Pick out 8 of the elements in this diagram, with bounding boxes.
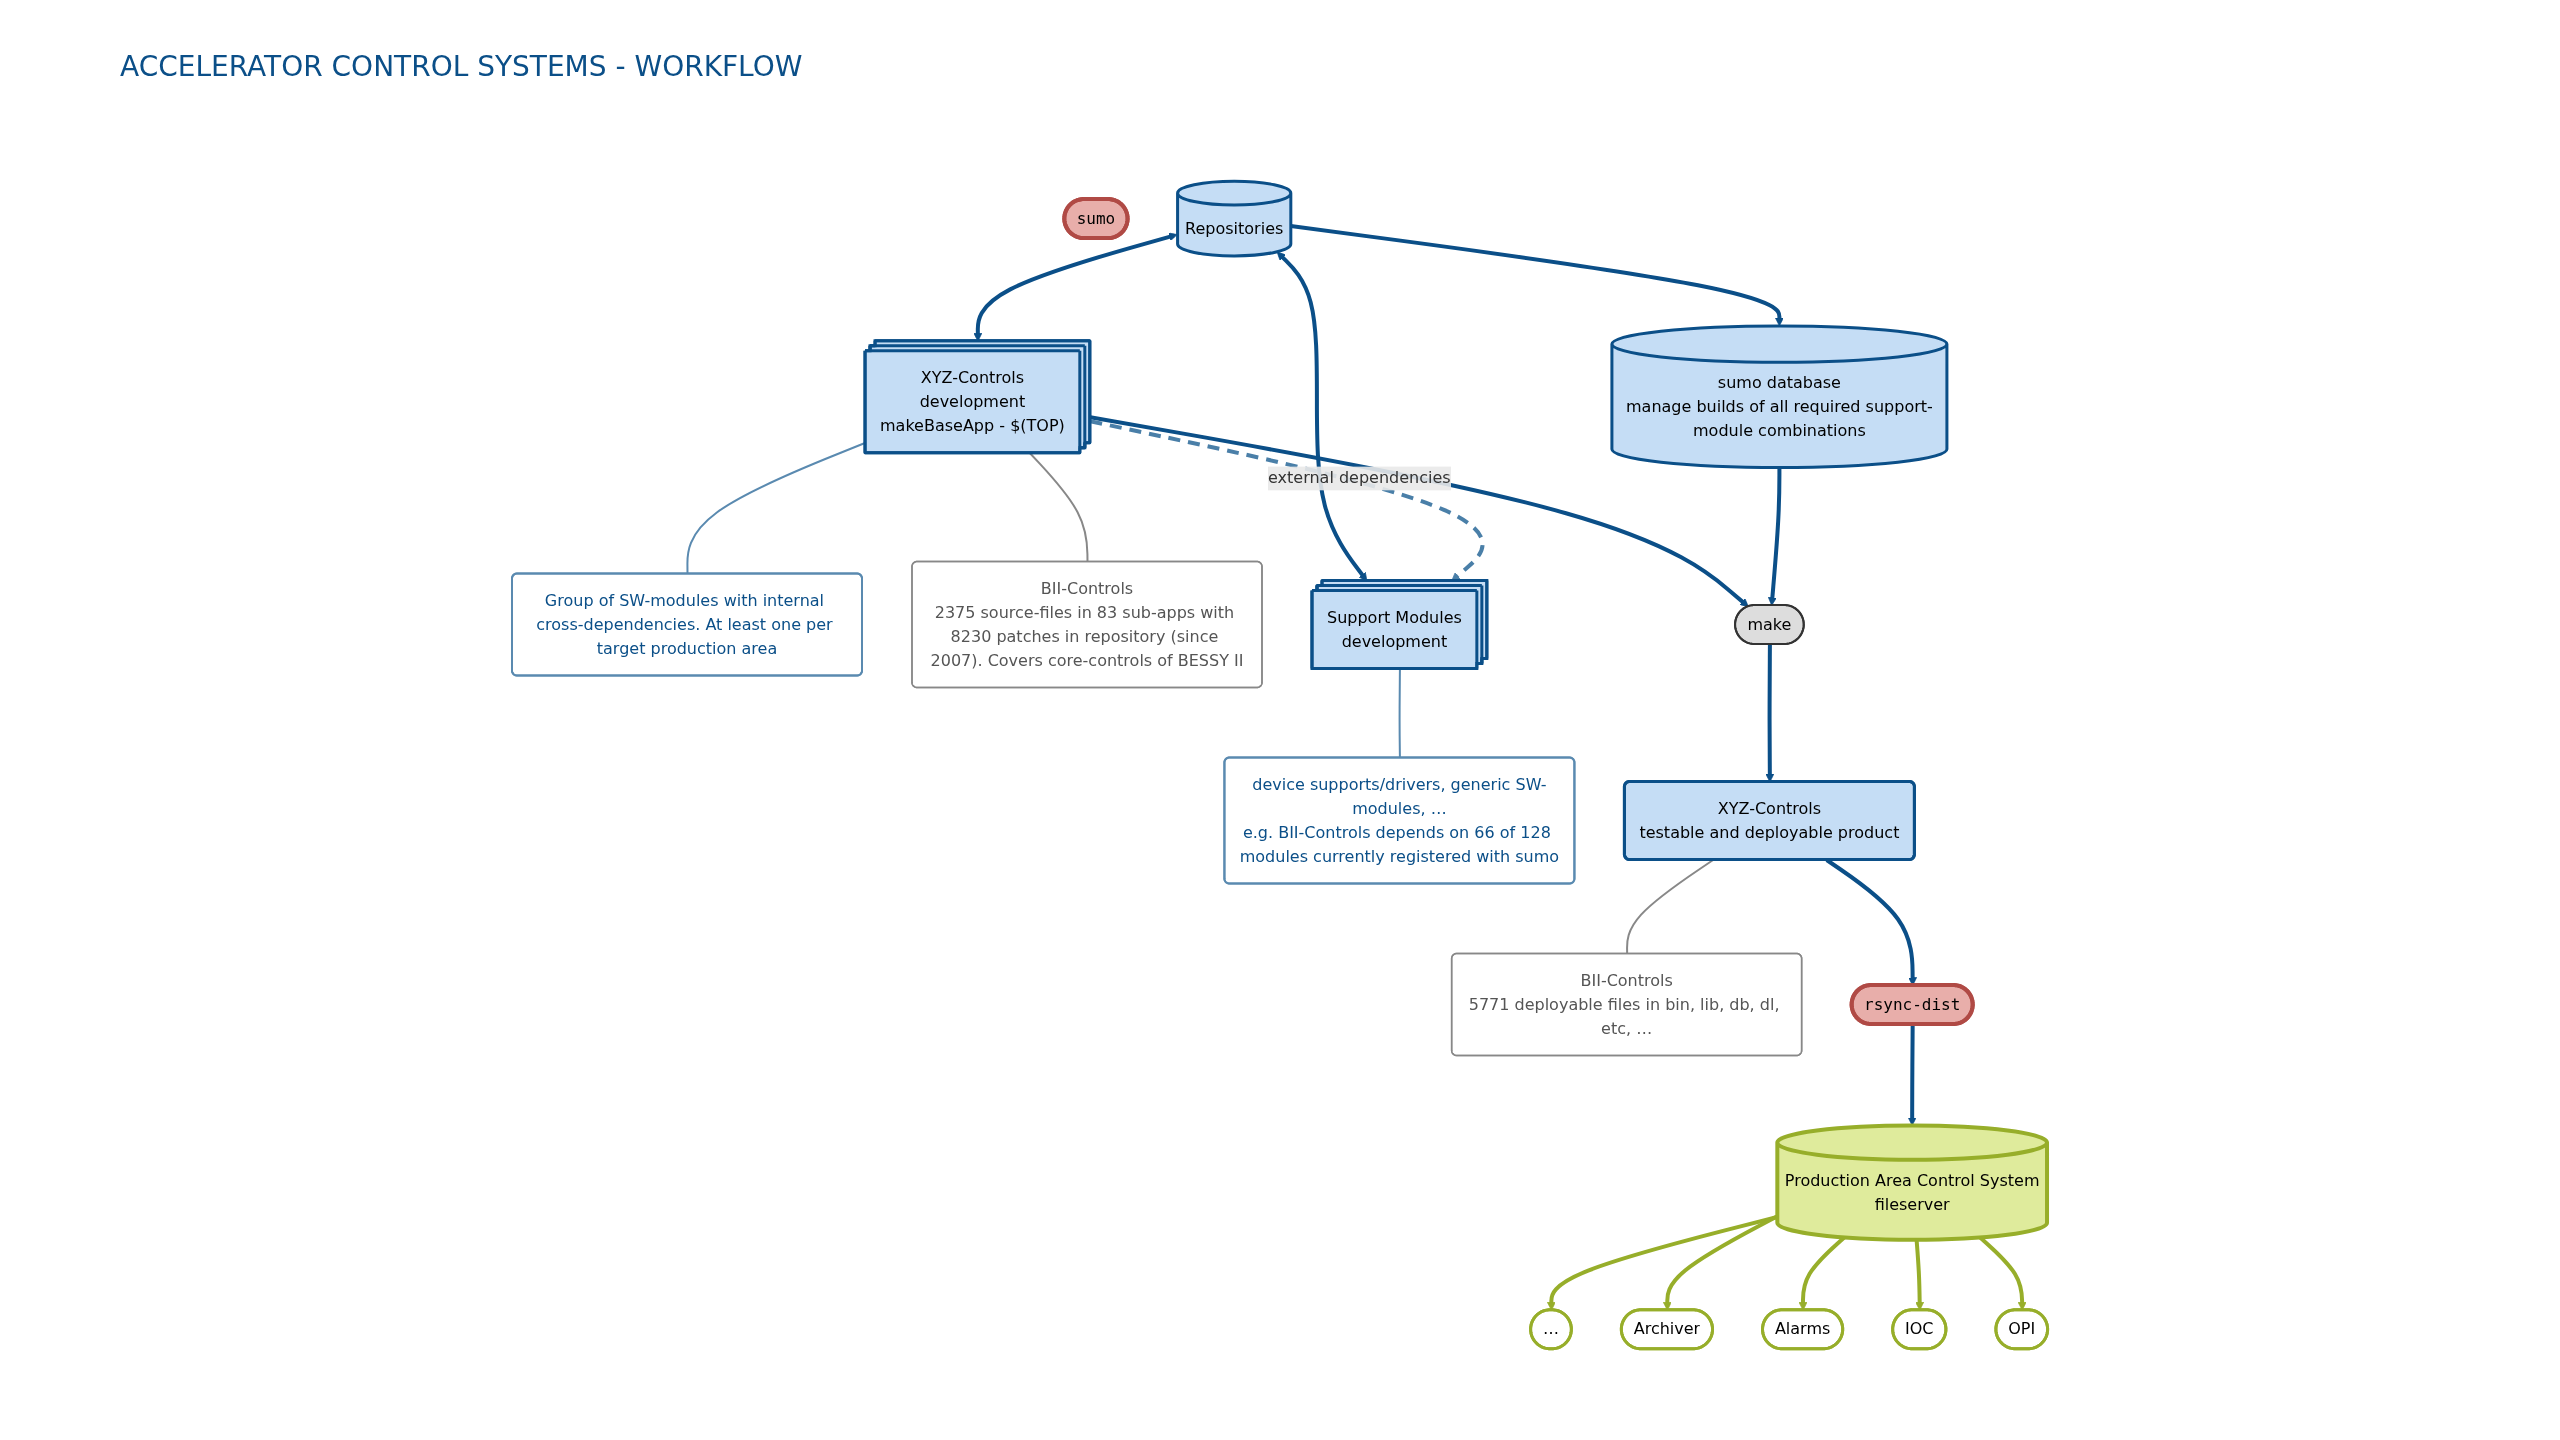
edge-label: external dependencies [1268, 468, 1451, 488]
connector [1398, 668, 1402, 759]
arrow [1908, 1024, 1917, 1126]
arrow [1768, 467, 1782, 606]
connector [1029, 452, 1089, 563]
connector [1626, 859, 1715, 955]
diagram-title: ACCELERATOR CONTROL SYSTEMS - WORKFLOW [120, 50, 803, 83]
arrow [1290, 224, 1784, 327]
